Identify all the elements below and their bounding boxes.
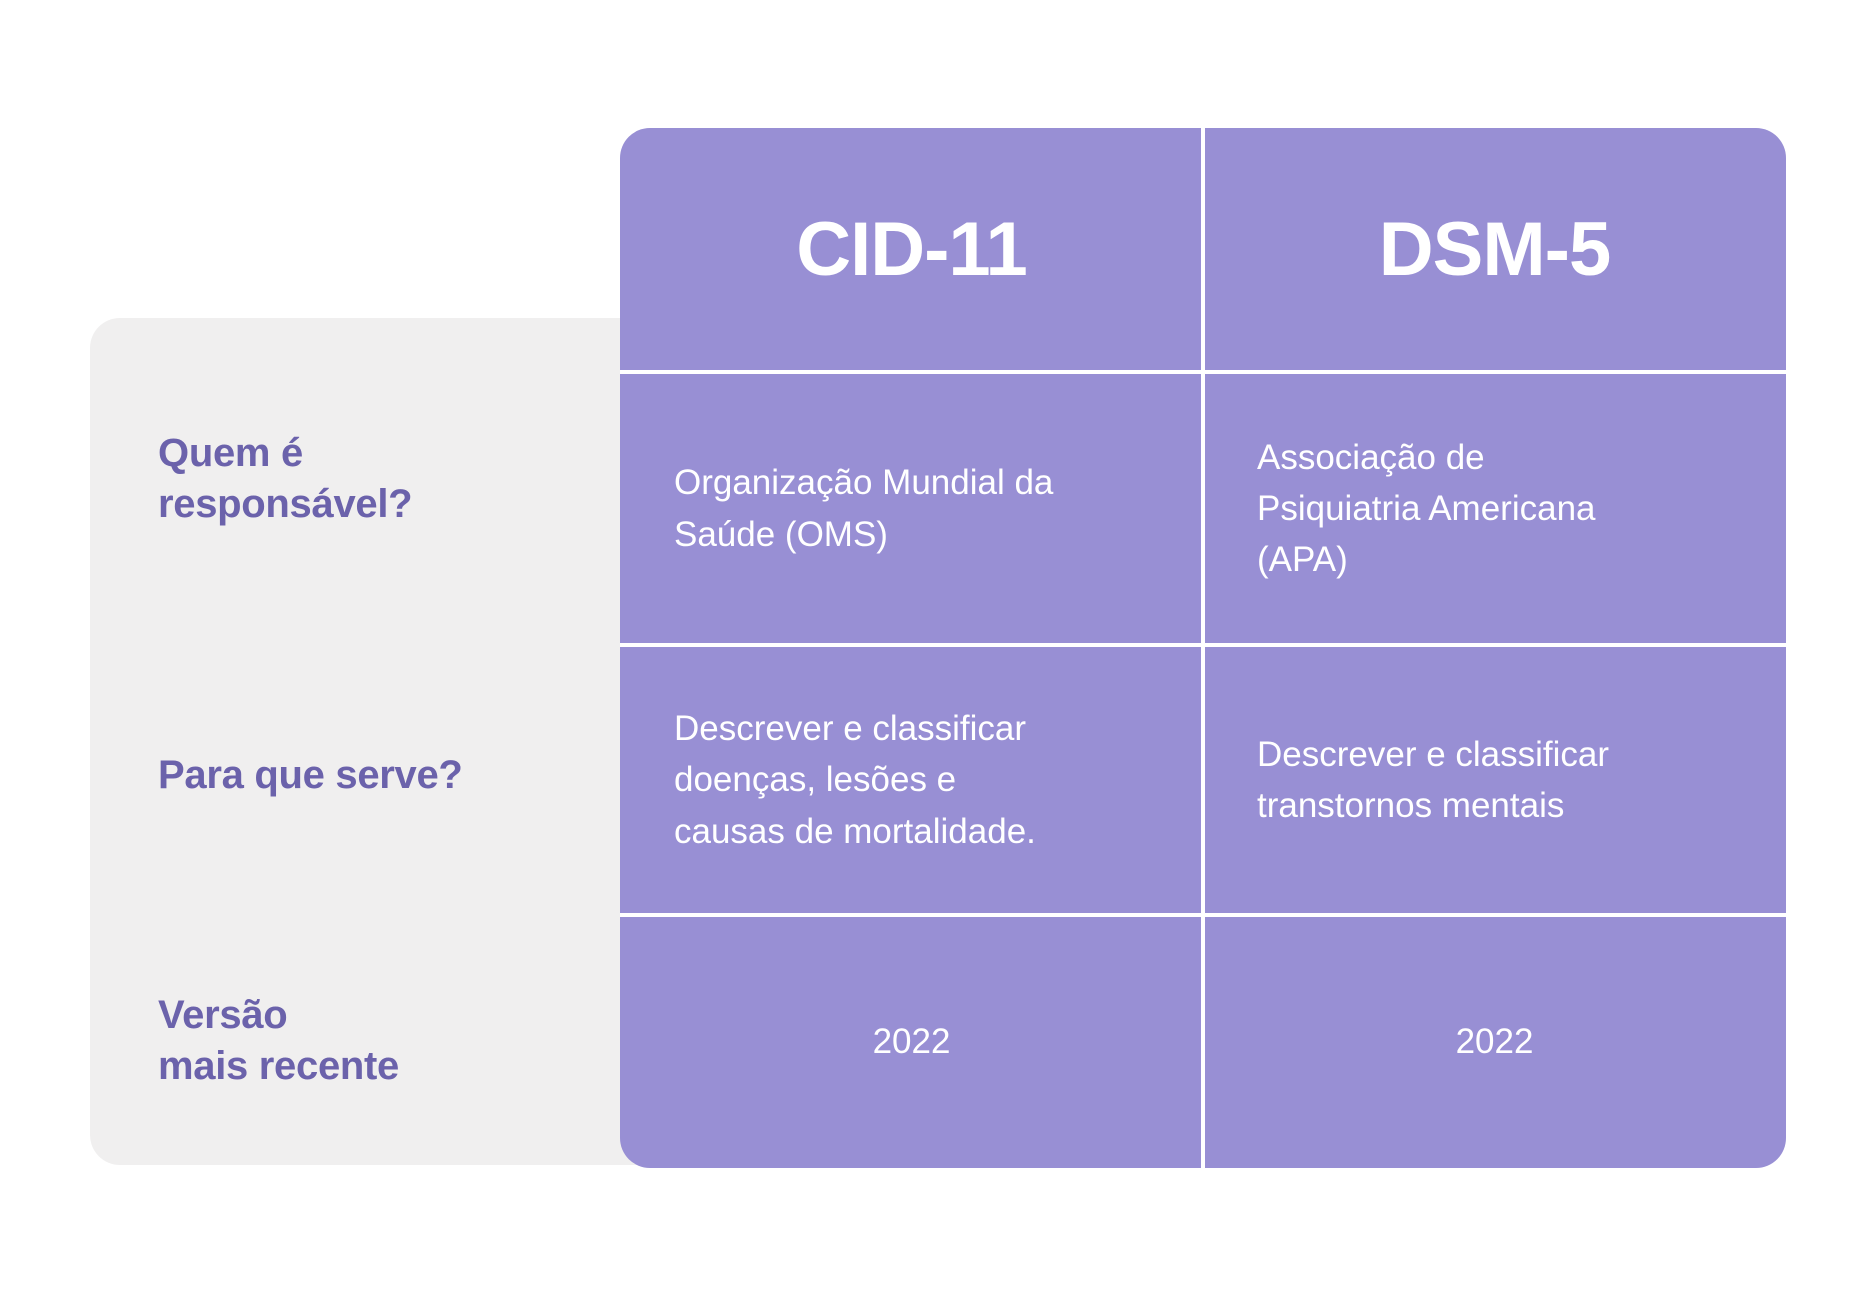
column-title-cid11: CID-11	[796, 207, 1028, 292]
cell-text: 2022	[872, 1021, 951, 1061]
cell-responsavel-cid11: Organização Mundial da Saúde (OMS)	[620, 372, 1203, 645]
cell-text: Descrever e classificar transtornos ment…	[1257, 734, 1610, 825]
row-label-responsavel: Quem é responsável?	[158, 431, 413, 527]
cell-versao-cid11: 2022	[620, 915, 1203, 1168]
cell-versao-dsm5: 2022	[1201, 915, 1786, 1168]
table-row: Organização Mundial da Saúde (OMS) Assoc…	[620, 370, 1786, 645]
table-header-row: CID-11 DSM-5	[620, 128, 1786, 372]
row-label-versao: Versão mais recente	[158, 993, 399, 1089]
column-header-dsm5: DSM-5	[1201, 128, 1786, 372]
table-row: Descrever e classificar doenças, lesões …	[620, 643, 1786, 915]
column-title-dsm5: DSM-5	[1378, 207, 1611, 292]
row-labels: Quem é responsável? Para que serve? Vers…	[90, 318, 650, 1165]
cell-text: Descrever e classificar doenças, lesões …	[674, 709, 1036, 851]
comparison-block: CID-11 DSM-5 Organização Mundial da Saúd…	[620, 128, 1786, 1168]
cell-text: Organização Mundial da Saúde (OMS)	[674, 463, 1054, 554]
row-label-panel	[90, 318, 650, 1165]
table-row: 2022 2022	[620, 913, 1786, 1168]
cell-serve-dsm5: Descrever e classificar transtornos ment…	[1201, 645, 1786, 915]
row-label-serve: Para que serve?	[158, 753, 463, 797]
cell-responsavel-dsm5: Associação de Psiquiatria Americana (APA…	[1201, 372, 1786, 645]
cell-text: Associação de Psiquiatria Americana (APA…	[1257, 437, 1596, 580]
cell-serve-cid11: Descrever e classificar doenças, lesões …	[620, 645, 1203, 915]
column-header-cid11: CID-11	[620, 128, 1203, 372]
cell-text: 2022	[1455, 1021, 1534, 1061]
